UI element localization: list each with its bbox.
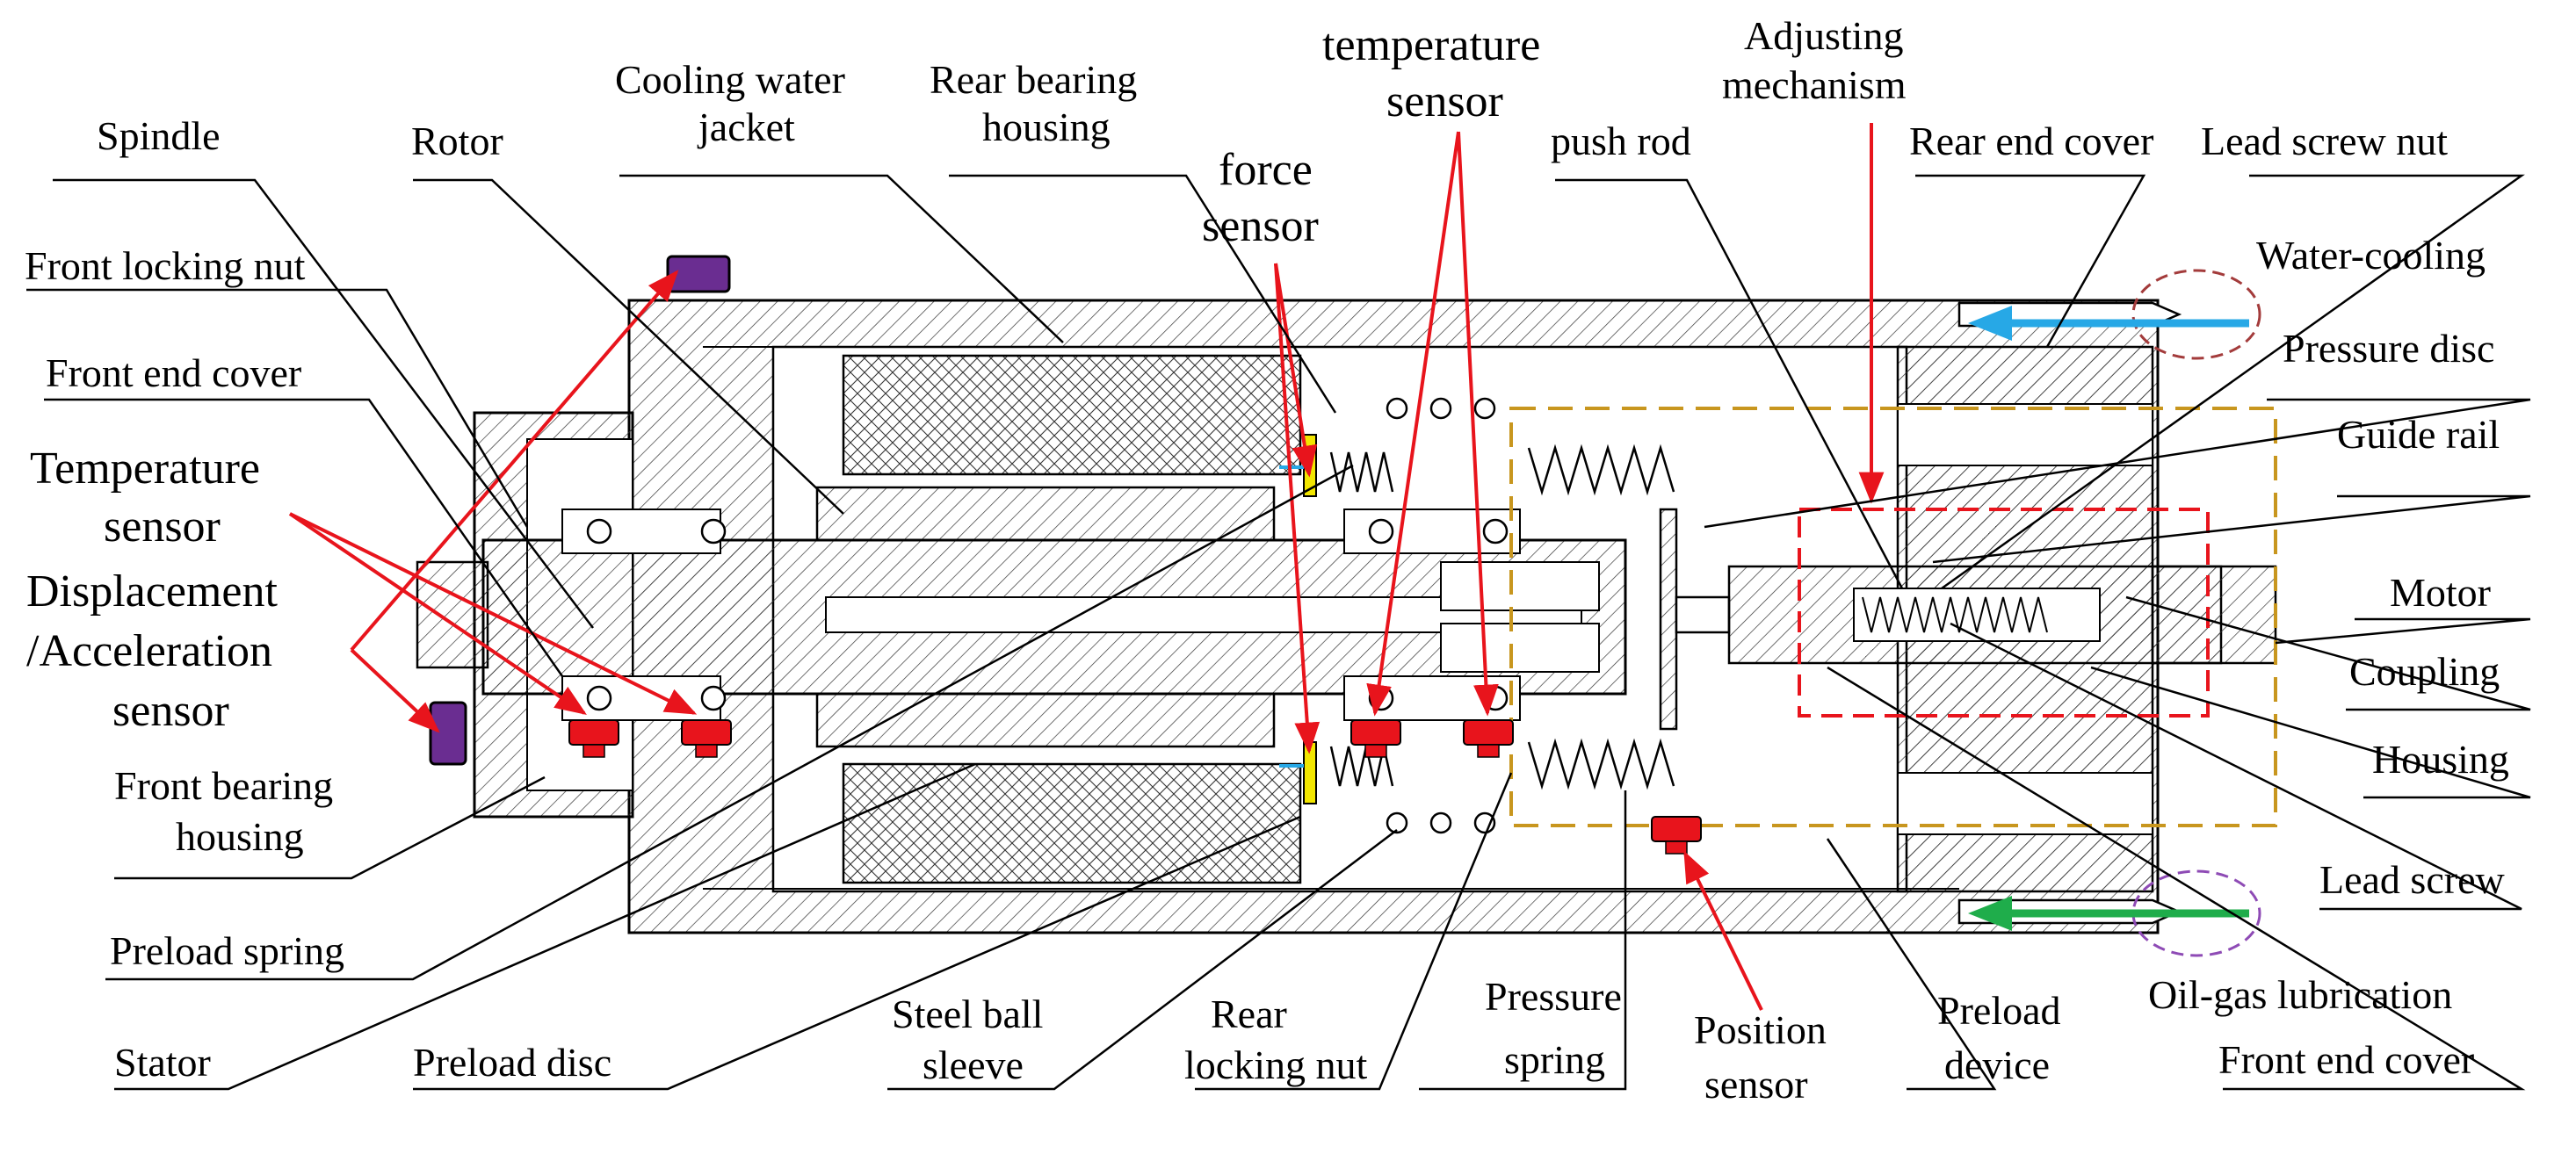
position-sensor-part [1651,816,1702,855]
steel-ball-sleeve-balls [1386,397,1496,834]
label-spindle: Spindle [97,113,221,158]
rotor-top [815,486,1276,542]
label-housing: Housing [2372,737,2509,782]
label-front-bearing-housing-2: housing [176,814,304,859]
label-temperature-sensor-top-2: sensor [1386,76,1503,126]
label-pressure-spring-1: Pressure [1485,974,1622,1019]
label-displacement-2: /Acceleration [26,626,272,676]
label-front-end-cover-right: Front end cover [2218,1037,2474,1082]
temperature-sensor-rear-1 [1350,719,1401,758]
temp-sensor-leader-2 [289,512,698,715]
label-coupling: Coupling [2349,649,2500,694]
label-adjusting-mechanism-1: Adjusting [1744,13,1903,58]
label-lead-screw: Lead screw [2319,857,2505,902]
adjusting-mechanism-box [1798,508,2210,718]
pressure-spring-top [1527,444,1675,496]
label-rear-end-cover: Rear end cover [1909,119,2153,163]
label-temperature-sensor-left-2: sensor [104,501,221,552]
rear-temp-leader-2 [1457,131,1499,717]
labels: Spindle Rotor Cooling water jacket Rear … [25,13,2509,1107]
sensor-red-leaders [288,123,1885,1011]
label-pressure-spring-2: spring [1504,1037,1605,1082]
label-rear-locking-nut-1: Rear [1211,992,1287,1036]
spindle-rear-step-top [1440,561,1600,611]
displacement-leader-top [350,270,679,652]
temperature-sensor-front-1 [568,719,619,758]
temperature-sensor-rear-2 [1463,719,1514,758]
spindle-nose [416,560,489,669]
label-displacement-3: sensor [112,686,229,736]
preload-spring-top [1329,451,1394,493]
label-preload-spring: Preload spring [110,928,344,973]
label-rear-locking-nut-2: locking nut [1184,1042,1367,1087]
force-sensor-leader-bottom [1274,263,1321,754]
pressure-disc-part [1659,508,1678,731]
force-sensor-bottom-part [1303,741,1317,804]
label-position-sensor-1: Position [1694,1007,1827,1052]
stator-bottom [842,762,1302,884]
displacement-leader-side [350,648,440,733]
water-flow-arrow [1968,306,2249,341]
label-stator: Stator [114,1040,211,1085]
label-pressure-disc: Pressure disc [2283,326,2494,371]
spindle-rear-step-bottom [1440,623,1600,673]
label-front-locking-nut: Front locking nut [25,243,306,288]
lead-screw-part [1853,588,2101,642]
label-cooling-water-jacket-1: Cooling water [615,57,845,102]
label-steel-ball-sleeve-1: Steel ball [892,992,1043,1036]
label-oil-gas-lubrication: Oil-gas lubrication [2148,972,2452,1017]
label-front-end-cover-left: Front end cover [46,350,301,395]
label-preload-device-1: Preload [1937,988,2061,1033]
displacement-sensor-side [429,701,467,766]
label-motor: Motor [2390,570,2491,615]
label-force-sensor-1: force [1219,145,1313,195]
label-rotor: Rotor [411,119,503,163]
oil-flow-arrow [1968,896,2249,931]
pressure-spring-bottom [1527,738,1675,790]
position-sensor-leader [1683,850,1763,1011]
label-preload-device-2: device [1944,1042,2050,1087]
label-rear-bearing-housing-1: Rear bearing [930,57,1137,102]
label-cooling-water-jacket-2: jacket [697,105,795,149]
label-temperature-sensor-left-1: Temperature [30,444,260,494]
rear-cover-slot-top [1897,403,2153,466]
label-steel-ball-sleeve-2: sleeve [923,1042,1024,1087]
label-guide-rail: Guide rail [2337,412,2500,457]
temperature-sensor-front-2 [681,719,732,758]
rear-temp-leader-1 [1366,131,1460,717]
oil-gas-ellipse [2131,869,2261,957]
label-lead-screw-nut: Lead screw nut [2201,119,2448,163]
label-temperature-sensor-top-1: temperature [1322,20,1540,70]
spindle-body [416,299,2277,934]
label-displacement-1: Displacement [26,566,278,617]
water-cooling-ellipse [2131,269,2261,360]
label-preload-disc: Preload disc [413,1040,611,1085]
force-sensor-leader-top [1274,263,1318,478]
temp-sensor-leader-1 [288,512,587,716]
label-push-rod: push rod [1551,119,1691,163]
motor-part [2151,565,2277,665]
rotor-bottom [815,692,1276,748]
lead-screw-thread [1862,596,2048,633]
label-water-cooling: Water-cooling [2256,233,2486,278]
label-rear-bearing-housing-2: housing [982,105,1111,149]
label-position-sensor-2: sensor [1704,1062,1808,1107]
label-force-sensor-2: sensor [1202,201,1319,251]
preload-device-box [1509,407,2277,827]
stator-top [842,354,1302,476]
push-rod-part [1675,595,1731,634]
label-front-bearing-housing-1: Front bearing [114,763,333,808]
label-adjusting-mechanism-2: mechanism [1722,62,1907,107]
leader-lines [26,174,2531,1091]
